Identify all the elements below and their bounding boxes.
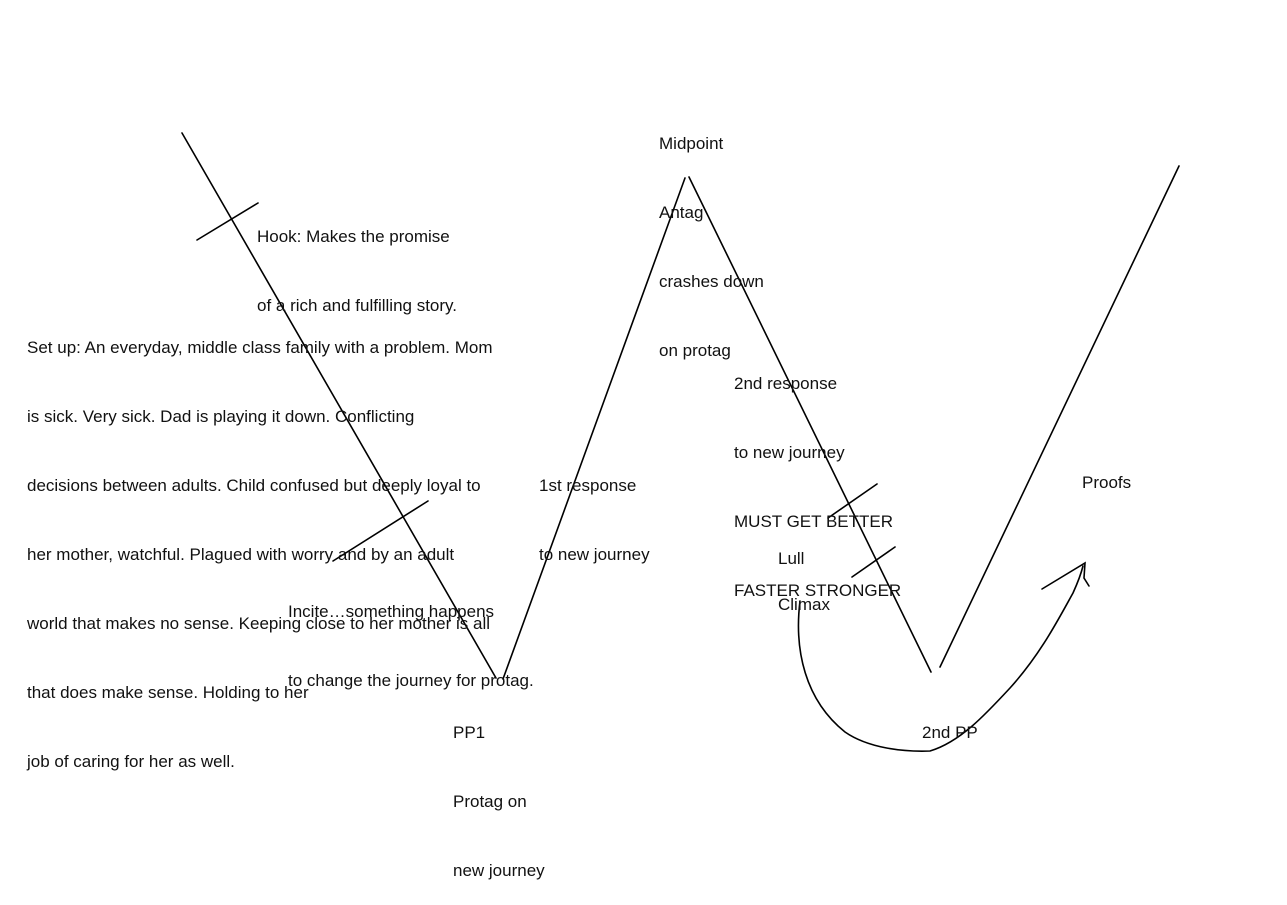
arrow-head-icon	[1041, 561, 1090, 590]
incite-tick-mark	[332, 500, 429, 562]
hook-tick-mark	[196, 202, 259, 241]
setup-label: Set up: An everyday, middle class family…	[27, 338, 493, 771]
incite-label: Incite…something happens to change the j…	[288, 602, 534, 690]
rise-to-midpoint-line	[502, 177, 686, 680]
proofs-label: Proofs	[1082, 473, 1132, 492]
climax-label: Climax	[778, 595, 830, 614]
pp1-label: PP1 Protag on new journey	[453, 723, 545, 880]
second-response-label: 2nd response to new journey MUST GET BET…	[734, 374, 902, 600]
second-pp-label: 2nd PP	[922, 723, 978, 742]
descent-to-2nd-pp-line	[688, 176, 932, 673]
lull-label: Lull	[778, 549, 805, 568]
climax-tick-mark	[851, 546, 896, 578]
lull-tick-mark	[827, 483, 878, 519]
rise-to-proofs-line	[939, 165, 1180, 668]
hook-label: Hook: Makes the promise of a rich and fu…	[257, 227, 457, 315]
curved-arrow-path	[797, 565, 1084, 752]
story-structure-diagram	[181, 132, 1180, 752]
descent-to-pp1-line	[181, 132, 497, 679]
midpoint-label: Midpoint Antag crashes down on protag	[659, 134, 764, 360]
first-response-label: 1st response to new journey	[539, 476, 650, 564]
